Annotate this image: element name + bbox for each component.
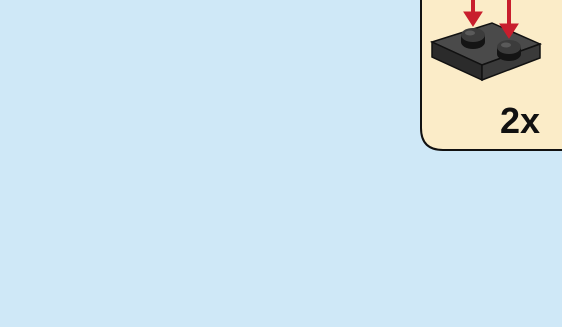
quantity-label: 2x — [490, 100, 550, 142]
